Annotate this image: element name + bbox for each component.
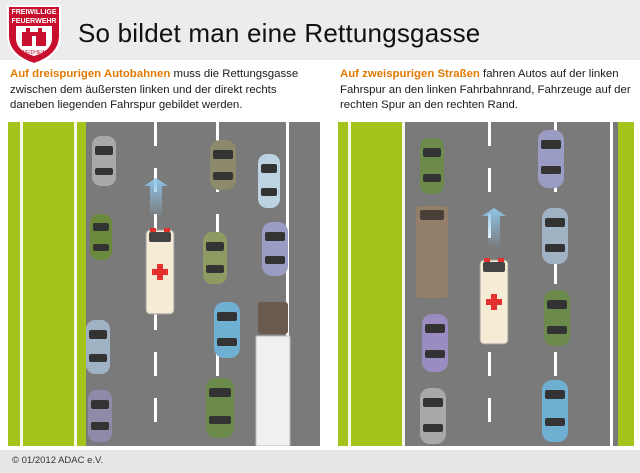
car (92, 136, 116, 186)
car (420, 388, 446, 444)
copyright-notice: © 01/2012 ADAC e.V. (12, 455, 104, 466)
car (210, 140, 236, 190)
car (90, 214, 112, 260)
right-highlight: Auf zweispurigen Straßen (340, 68, 480, 80)
right-description: Auf zweispurigen Straßen fahren Autos au… (340, 67, 632, 114)
arrow-up-icon (482, 208, 506, 248)
car (86, 320, 110, 374)
car (542, 380, 568, 442)
car (420, 138, 444, 194)
logo-text-bottom: WEIDHEIM (21, 50, 47, 56)
ambulance (145, 228, 175, 315)
car (422, 314, 448, 372)
left-description: Auf dreispurigen Autobahnen muss die Ret… (10, 67, 322, 114)
green-verge-left (338, 122, 404, 446)
car (542, 208, 568, 264)
right-text: fahren Autos auf der linken Fahrspur an … (340, 68, 631, 112)
car (544, 290, 570, 346)
three-lane-road-illustration (8, 122, 320, 446)
green-verge-right (618, 122, 634, 446)
car (88, 390, 112, 442)
left-highlight: Auf dreispurigen Autobahnen (10, 68, 171, 80)
car (203, 232, 227, 284)
left-text: muss die Rettungsgasse zwischen dem äuße… (10, 68, 299, 112)
two-lane-road-illustration (338, 122, 634, 446)
footer-bar: © 01/2012 ADAC e.V. (0, 450, 640, 473)
car (262, 222, 288, 276)
header-bar: FREIWILLIGE FEUERWEHR WEIDHEIM So bildet… (0, 0, 640, 66)
truck (255, 302, 291, 446)
car (538, 130, 564, 188)
car (214, 302, 240, 358)
page-title: So bildet man eine Rettungsgasse (78, 18, 481, 48)
truck (416, 206, 448, 298)
car (206, 378, 234, 438)
logo-text-top: FREIWILLIGE (11, 9, 56, 16)
arrow-up-icon (144, 178, 168, 218)
car (258, 154, 280, 208)
fire-brigade-logo: FREIWILLIGE FEUERWEHR WEIDHEIM (2, 2, 66, 66)
logo-text-mid: FEUERWEHR (12, 18, 57, 25)
ambulance (479, 258, 509, 345)
